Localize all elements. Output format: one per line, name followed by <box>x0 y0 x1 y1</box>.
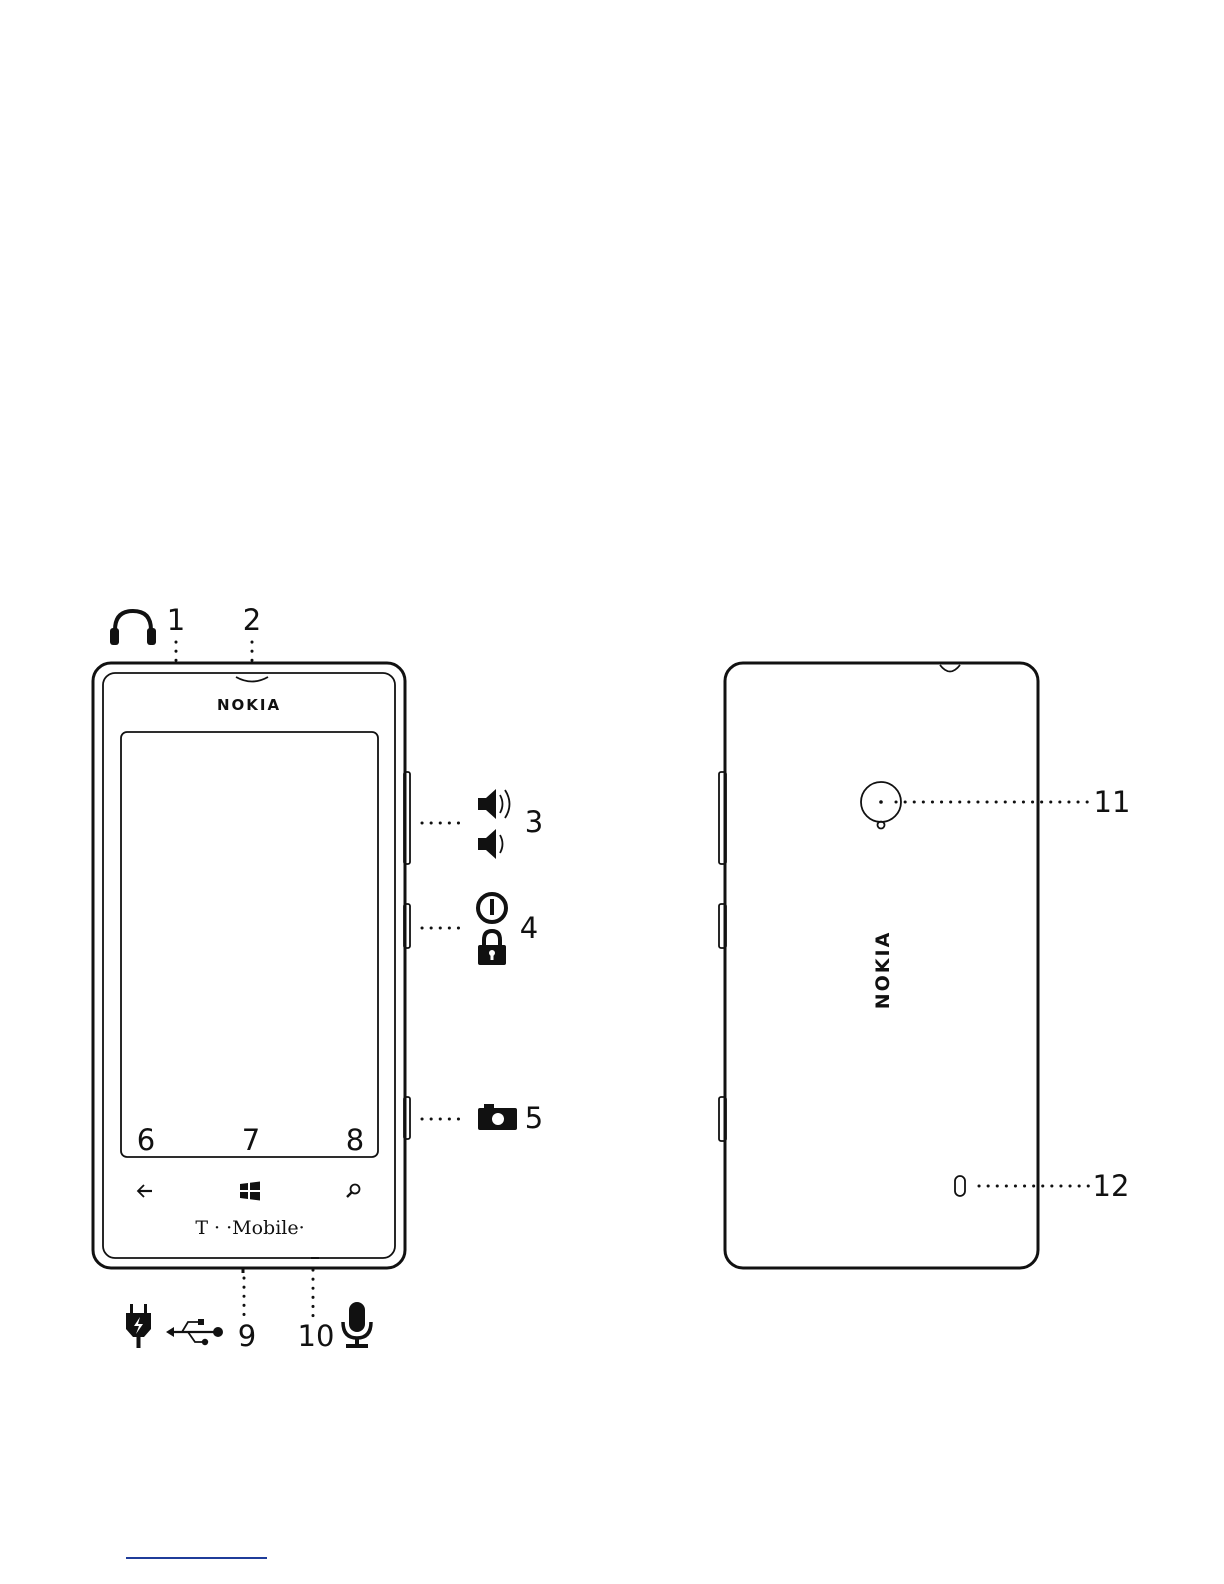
charger-plug-icon <box>126 1304 151 1348</box>
callout-7: 7 <box>242 1123 260 1157</box>
power-icon <box>478 894 506 922</box>
callout-2: 2 <box>243 603 261 637</box>
callout-5: 5 <box>525 1101 543 1135</box>
front-body-outer <box>93 663 405 1268</box>
usb-icon <box>166 1319 223 1345</box>
callout-8: 8 <box>346 1123 364 1157</box>
callout-1: 1 <box>167 603 185 637</box>
callout-10: 10 <box>298 1319 335 1353</box>
callout-3: 3 <box>525 805 543 839</box>
back-arrow-icon[interactable] <box>138 1185 152 1197</box>
search-icon[interactable] <box>347 1185 360 1198</box>
windows-start-icon[interactable] <box>240 1182 260 1201</box>
callout-4: 4 <box>520 911 538 945</box>
callout-6: 6 <box>137 1123 155 1157</box>
carrier-logo: T · ·Mobile· <box>195 1217 304 1239</box>
earpiece <box>236 677 268 682</box>
rear-camera <box>861 782 901 829</box>
camera-icon <box>478 1104 517 1130</box>
front-brand: NOKIA <box>217 696 281 714</box>
callout-11: 11 <box>1094 785 1131 819</box>
headset-jack-notch <box>940 665 960 672</box>
footer-link-underline[interactable] <box>126 1557 267 1559</box>
front-body-inner <box>103 673 395 1258</box>
volume-down-icon <box>478 829 503 859</box>
flash <box>955 1176 965 1196</box>
headphones-icon <box>110 611 156 645</box>
back-brand: NOKIA <box>872 931 894 1010</box>
front-phone <box>93 663 410 1273</box>
callout-12: 12 <box>1093 1169 1130 1203</box>
volume-up-icon <box>478 789 510 819</box>
screen <box>121 732 378 1157</box>
callout-9: 9 <box>238 1319 256 1353</box>
lock-icon <box>478 931 506 965</box>
microphone-icon <box>343 1302 371 1348</box>
